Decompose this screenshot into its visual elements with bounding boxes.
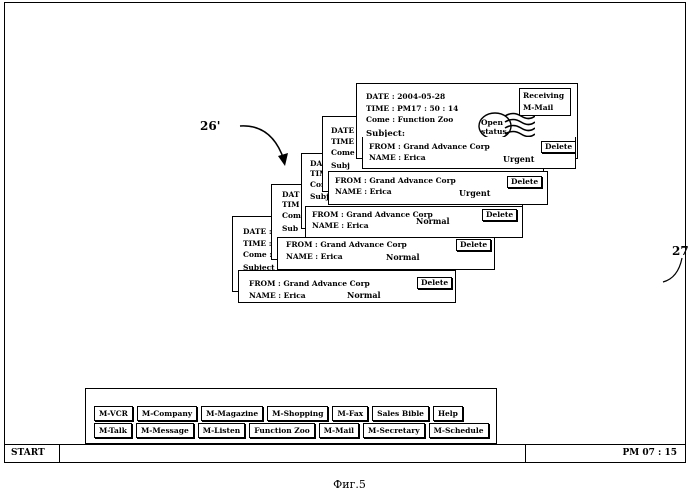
card-3-lower: FROM : Grand Advance Corp NAME : Erica N… xyxy=(305,206,523,238)
launcher-row2-button-0[interactable]: M-Talk xyxy=(94,423,132,438)
card-front-lower: FROM : Grand Advance Corp NAME : Erica U… xyxy=(362,137,576,169)
card-5-lower: FROM : Grand Advance Corp NAME : Erica N… xyxy=(238,270,456,303)
taskbar-clock: PM 07 : 15 xyxy=(525,445,685,462)
card-come: Come : Function Zoo xyxy=(366,115,453,124)
app-launcher-panel: M-VCR M-Company M-Magazine M-Shopping M-Fax S… xyxy=(85,388,497,444)
card-from: FROM : Grand Advance Corp xyxy=(312,210,433,219)
card-name: NAME : Erica xyxy=(369,153,426,162)
launcher-row2-button-2[interactable]: M-Listen xyxy=(198,423,245,438)
launcher-row1-button-3[interactable]: M-Shopping xyxy=(267,406,328,421)
card-subject: Subj xyxy=(310,192,329,201)
card-time: TIME : xyxy=(243,239,272,248)
card-come: Come : xyxy=(243,250,272,259)
launcher-row2-button-3[interactable]: Function Zoo xyxy=(249,423,315,438)
card-priority: Normal xyxy=(386,252,420,262)
card-come: Come xyxy=(331,148,355,157)
card-time: TIME xyxy=(331,137,354,146)
card-priority: Urgent xyxy=(459,188,490,198)
card-subject: Sub xyxy=(282,224,298,233)
card-from: FROM : Grand Advance Corp xyxy=(335,176,456,185)
card-name: NAME : Erica xyxy=(249,291,306,300)
card-come: Com xyxy=(282,211,301,220)
launcher-row2-button-5[interactable]: M-Secretary xyxy=(363,423,425,438)
card-time: TIME : PM17 : 50 : 14 xyxy=(366,104,458,113)
card-name: NAME : Erica xyxy=(335,187,392,196)
launcher-row1-button-2[interactable]: M-Magazine xyxy=(201,406,263,421)
card-from: FROM : Grand Advance Corp xyxy=(369,142,490,151)
card-priority: Normal xyxy=(347,290,381,300)
launcher-row2-button-6[interactable]: M-Schedule xyxy=(429,423,489,438)
receiving-label: Receiving xyxy=(523,90,567,102)
launcher-row1-button-0[interactable]: M-VCR xyxy=(94,406,133,421)
curved-arrow-icon xyxy=(238,120,298,170)
card-priority: Normal xyxy=(416,216,450,226)
launcher-row1-button-4[interactable]: M-Fax xyxy=(332,406,368,421)
leader-line xyxy=(660,256,686,286)
card-subject: Subj xyxy=(331,161,350,170)
card-name: NAME : Erica xyxy=(286,252,343,261)
card-date: DAT xyxy=(282,190,300,199)
open-status-stamp: Open status xyxy=(481,118,515,136)
figure-caption: Фиг.5 xyxy=(0,478,699,491)
launcher-row-1: M-VCR M-Company M-Magazine M-Shopping M-Fax S… xyxy=(94,406,463,421)
card-time: TIM xyxy=(282,200,299,209)
card-from: FROM : Grand Advance Corp xyxy=(249,279,370,288)
card-priority: Urgent xyxy=(503,154,534,164)
reference-label-26: 26' xyxy=(200,119,220,133)
launcher-row1-button-6[interactable]: Help xyxy=(433,406,463,421)
taskbar: START PM 07 : 15 xyxy=(5,444,685,462)
delete-button-3[interactable]: Delete xyxy=(482,209,517,221)
desktop-screen: DATE : TIME : Come : Subject FROM : Gran… xyxy=(4,2,686,463)
card-date: DATE : 2004-05-28 xyxy=(366,92,445,101)
launcher-row1-button-1[interactable]: M-Company xyxy=(137,406,197,421)
delete-button-4[interactable]: Delete xyxy=(456,239,491,251)
launcher-row-2: M-Talk M-Message M-Listen Function Zoo M-Mai… xyxy=(94,423,489,438)
card-2-lower: FROM : Grand Advance Corp NAME : Erica U… xyxy=(328,171,548,205)
card-from: FROM : Grand Advance Corp xyxy=(286,240,407,249)
launcher-row1-button-5[interactable]: Sales Bible xyxy=(372,406,429,421)
launcher-row2-button-1[interactable]: M-Message xyxy=(136,423,194,438)
delete-button-2[interactable]: Delete xyxy=(507,176,542,188)
card-date: DATE xyxy=(331,126,354,135)
delete-button-front[interactable]: Delete xyxy=(541,141,576,153)
card-name: NAME : Erica xyxy=(312,221,369,230)
launcher-row2-button-4[interactable]: M-Mail xyxy=(319,423,359,438)
start-button[interactable]: START xyxy=(5,445,60,462)
card-date: DATE : xyxy=(243,227,272,236)
card-4-lower: FROM : Grand Advance Corp NAME : Erica N… xyxy=(277,237,495,270)
delete-button-5[interactable]: Delete xyxy=(417,277,452,289)
